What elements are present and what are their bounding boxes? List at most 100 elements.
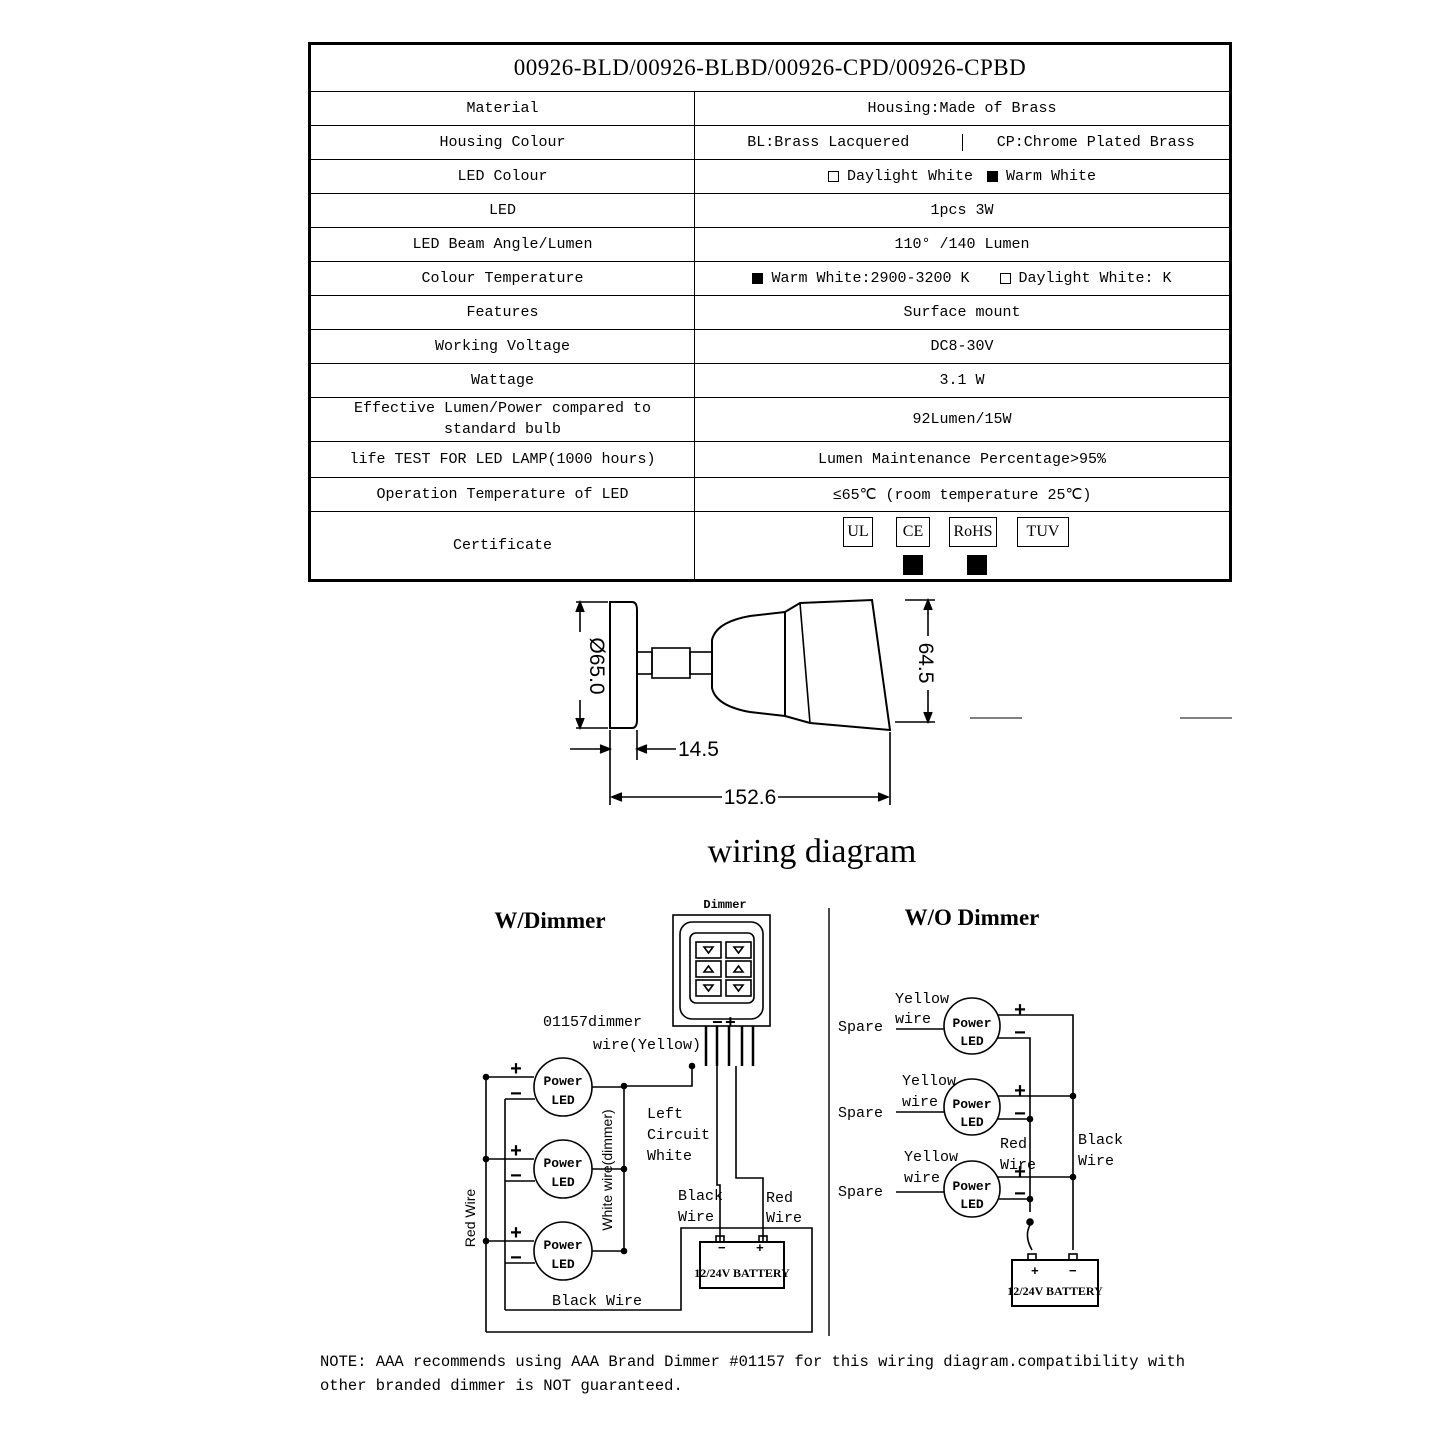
led-label-power: Power (543, 1156, 582, 1171)
dimmer-plus-sign: + (725, 1014, 736, 1034)
minus-sign: − (1014, 1184, 1026, 1207)
led-label-led: LED (960, 1034, 984, 1049)
spec-value: Housing:Made of Brass (867, 99, 1057, 117)
red-wire-label-2: Wire (766, 1210, 802, 1227)
w-dimmer-heading: W/Dimmer (494, 908, 605, 933)
spec-row-operation-temperature: Operation Temperature of LED ≤65℃ (room … (311, 477, 1229, 512)
power-led-b (943, 1078, 1001, 1136)
plus-sign: + (510, 1141, 522, 1164)
spec-row-beam-angle: LED Beam Angle/Lumen 110° /140 Lumen (311, 227, 1229, 262)
spec-value-left: BL:Brass Lacquered (747, 133, 910, 151)
without-dimmer-circuit (896, 997, 1099, 1307)
cert-tuv-badge: TUV (1017, 517, 1069, 547)
spec-row-led-colour: LED Colour Daylight White Warm White (311, 159, 1229, 194)
spec-label: LED Beam Angle/Lumen (311, 227, 695, 261)
spec-label: life TEST FOR LED LAMP(1000 hours) (311, 441, 695, 477)
led-label-power: Power (543, 1238, 582, 1253)
wiring-diagram-title: wiring diagram (708, 833, 917, 870)
rohs-selected-mark (967, 555, 987, 575)
compatibility-note: NOTE: AAA recommends using AAA Brand Dim… (320, 1350, 1185, 1398)
spec-row-effective-lumen: Effective Lumen/Power compared to standa… (311, 397, 1229, 442)
led-label-led: LED (551, 1093, 575, 1108)
left-circuit-label-1: Left (647, 1106, 683, 1123)
battery-minus-sign: − (718, 1241, 726, 1256)
battery-plus-sign: + (756, 1241, 764, 1256)
red-wire-label-1: Red (1000, 1136, 1027, 1153)
wo-dimmer-heading: W/O Dimmer (905, 905, 1040, 930)
led-label-power: Power (952, 1179, 991, 1194)
note-line-2: other branded dimmer is NOT guaranteed. (320, 1377, 683, 1395)
battery-plus-sign: + (1031, 1264, 1039, 1279)
spec-label: Certificate (311, 511, 695, 579)
spec-value: 3.1 W (939, 371, 985, 389)
dimmer-housing (672, 914, 771, 1027)
plus-sign: + (510, 1223, 522, 1246)
led-label-power: Power (952, 1016, 991, 1031)
black-wire-bottom-label: Black Wire (552, 1293, 642, 1310)
dimmer-button-down-icon (695, 979, 722, 997)
dimmer-wire-label-2: wire(Yellow) (593, 1037, 701, 1054)
battery-wo-dimmer (1011, 1259, 1099, 1307)
spare-label: Spare (838, 1105, 883, 1122)
spec-row-housing-colour: Housing Colour BL:Brass Lacquered CP:Chr… (311, 125, 1229, 160)
spec-label: Effective Lumen/Power compared to standa… (311, 397, 695, 441)
black-wire-label-2: Wire (1078, 1153, 1114, 1170)
spec-table: 00926-BLD/00926-BLBD/00926-CPD/00926-CPB… (308, 42, 1232, 582)
led-label-led: LED (960, 1197, 984, 1212)
spec-row-life-test: life TEST FOR LED LAMP(1000 hours) Lumen… (311, 441, 1229, 478)
spec-value-right: CP:Chrome Plated Brass (961, 133, 1230, 151)
spec-value: ≤65℃ (room temperature 25℃) (832, 486, 1092, 504)
spec-value: 92Lumen/15W (912, 410, 1012, 428)
dim-base-depth-label: 14.5 (678, 738, 719, 761)
spare-label: Spare (838, 1019, 883, 1036)
spec-label: Colour Temperature (311, 261, 695, 295)
battery-label: 12/24V BATTERY (694, 1266, 790, 1280)
spec-row-features: Features Surface mount (311, 295, 1229, 330)
spec-value: Surface mount (903, 303, 1021, 321)
led-label-led: LED (960, 1115, 984, 1130)
spec-label: Material (311, 91, 695, 125)
plus-sign: + (1014, 1081, 1026, 1104)
spec-row-wattage: Wattage 3.1 W (311, 363, 1229, 398)
dim-length-label: 152.6 (724, 786, 777, 809)
left-circuit-label-3: White (647, 1148, 692, 1165)
black-wire-label-1: Black (678, 1188, 723, 1205)
led-label-led: LED (551, 1175, 575, 1190)
spec-option-warm: Warm White (1006, 167, 1097, 185)
battery-minus-sign: − (1069, 1264, 1077, 1279)
ce-selected-mark (903, 555, 923, 575)
led-label-led: LED (551, 1257, 575, 1272)
yellow-wire-label-1: Yellow (895, 991, 949, 1008)
spec-table-title: 00926-BLD/00926-BLBD/00926-CPD/00926-CPB… (311, 45, 1229, 92)
dimmer-minus-sign: − (712, 1014, 723, 1034)
spec-row-certificate: Certificate UL CE RoHS TUV (311, 511, 1229, 579)
spec-option-warm: Warm White:2900-3200 K (771, 269, 970, 287)
left-circuit-label-2: Circuit (647, 1127, 710, 1144)
spec-label: LED (311, 193, 695, 227)
plus-sign: + (510, 1059, 522, 1082)
dimmer-button-mid-icon (725, 960, 752, 978)
minus-sign: − (510, 1084, 522, 1107)
yellow-wire-label-2: wire (902, 1094, 938, 1111)
spec-row-led: LED 1pcs 3W (311, 193, 1229, 228)
power-led-a (943, 997, 1001, 1055)
minus-sign: − (510, 1166, 522, 1189)
yellow-wire-label-1: Yellow (904, 1149, 958, 1166)
yellow-wire-label-2: wire (904, 1170, 940, 1187)
note-line-1: NOTE: AAA recommends using AAA Brand Dim… (320, 1353, 1186, 1371)
plus-sign: + (1014, 1162, 1026, 1185)
dimmer-label: Dimmer (703, 898, 746, 912)
spec-value: DC8-30V (930, 337, 994, 355)
dimmer-button-mid-icon (695, 960, 722, 978)
spec-label: Wattage (311, 363, 695, 397)
spec-value: 1pcs 3W (930, 201, 994, 219)
black-wire-label-2: Wire (678, 1209, 714, 1226)
spec-label: Features (311, 295, 695, 329)
dim-height-label: 64.5 (914, 643, 937, 684)
dimmer-button-down-icon (725, 979, 752, 997)
cert-rohs-badge: RoHS (949, 517, 997, 547)
yellow-wire-label-2: wire (895, 1011, 931, 1028)
power-led-c (943, 1160, 1001, 1218)
red-wire-label: Red Wire (462, 1189, 478, 1248)
spec-label: Housing Colour (311, 125, 695, 159)
